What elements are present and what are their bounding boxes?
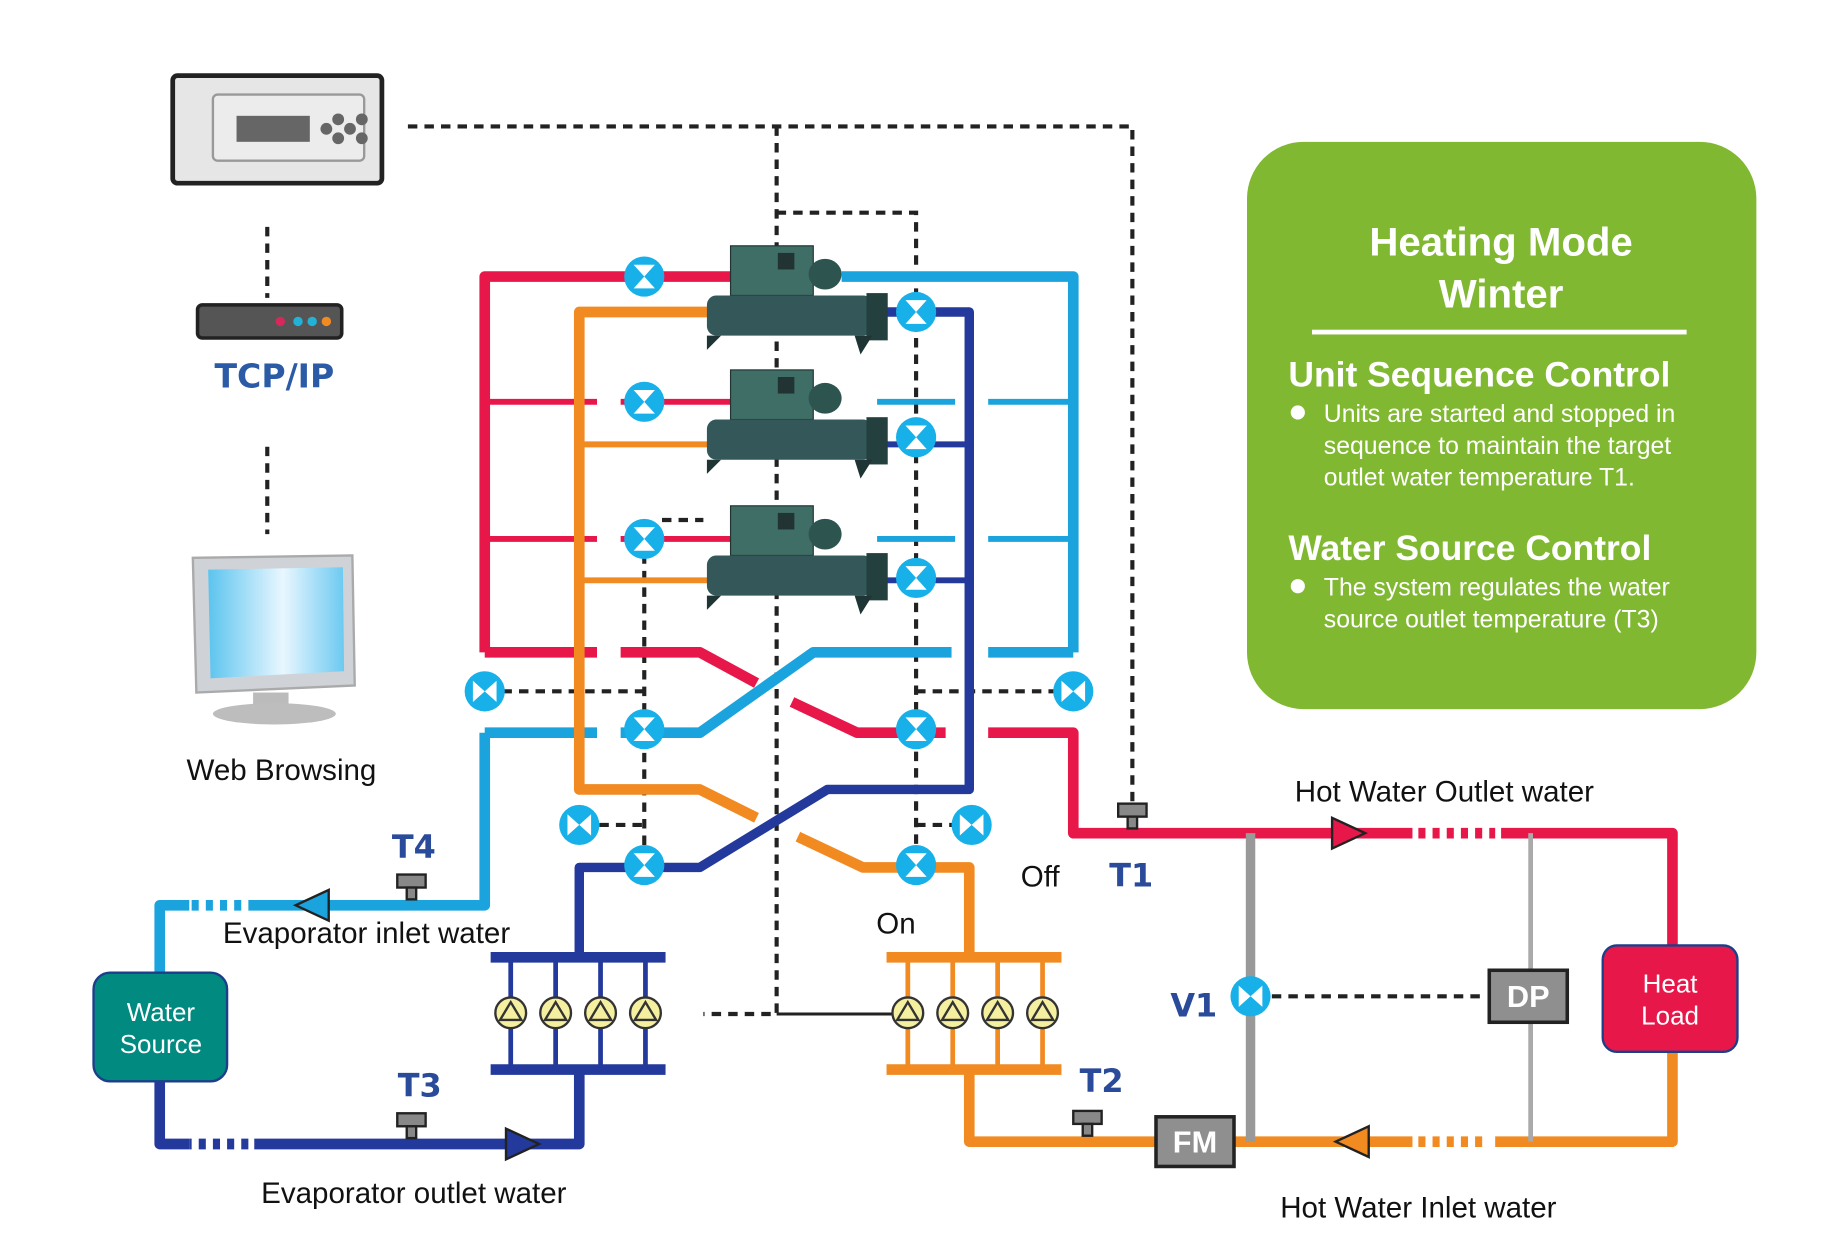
web-browsing-label: Web Browsing: [187, 754, 377, 787]
heat-load-box[interactable]: Heat Load: [1601, 944, 1739, 1053]
pump-icon[interactable]: [936, 996, 970, 1030]
valve-icon[interactable]: [464, 671, 505, 712]
flow-arrow-evap-outlet-icon: [504, 1126, 542, 1162]
computer-monitor-icon: [191, 554, 356, 725]
pump-bank-condenser: [891, 996, 1060, 1030]
controller-device: [170, 73, 385, 186]
pump-icon[interactable]: [494, 996, 528, 1030]
evaporator-inlet-label: Evaporator inlet water: [223, 917, 510, 950]
valve-icon[interactable]: [624, 518, 665, 559]
pump-bank-evaporator: [494, 996, 662, 1030]
panel-title-line2: Winter: [1439, 271, 1564, 316]
water-source-line2: Source: [120, 1029, 202, 1059]
flow-meter-box[interactable]: FM: [1154, 1115, 1236, 1169]
valve-icon[interactable]: [559, 804, 600, 845]
valve-icon[interactable]: [624, 709, 665, 750]
dp-label: DP: [1507, 979, 1550, 1014]
bullet-icon: [1290, 405, 1305, 420]
valve-icon[interactable]: [624, 256, 665, 297]
flow-arrow-evap-inlet-icon: [292, 888, 330, 923]
fm-label: FM: [1173, 1124, 1217, 1159]
valve-icon[interactable]: [896, 417, 937, 458]
hot-water-inlet-label: Hot Water Inlet water: [1280, 1191, 1556, 1224]
t1-label: T1: [1109, 856, 1153, 894]
water-source-line1-text: The system regulates the water: [1324, 575, 1670, 602]
chiller-unit-3[interactable]: [706, 505, 889, 616]
unit-sequence-heading: Unit Sequence Control: [1288, 354, 1670, 394]
water-source-heading: Water Source Control: [1288, 528, 1651, 568]
valve-icon[interactable]: [896, 709, 937, 750]
t2-label: T2: [1080, 1062, 1124, 1100]
sensor-t3-icon: [396, 1112, 427, 1140]
tcpip-label: TCP/IP: [215, 357, 335, 396]
flow-arrow-hot-outlet-icon: [1330, 815, 1368, 851]
heat-load-line2: Load: [1641, 1001, 1699, 1031]
valves: [464, 256, 1271, 1017]
on-label: On: [876, 908, 915, 941]
off-label: Off: [1021, 860, 1061, 893]
valve-icon[interactable]: [896, 557, 937, 598]
unit-sequence-line1: Units are started and stopped in: [1324, 401, 1676, 428]
valve-icon[interactable]: [1053, 671, 1094, 712]
sensor-t4-icon: [396, 873, 427, 901]
info-panel: Heating Mode Winter Unit Sequence Contro…: [1247, 141, 1757, 710]
router-icon: [195, 303, 344, 340]
valve-icon[interactable]: [896, 845, 937, 886]
unit-sequence-line2: sequence to maintain the target: [1324, 433, 1671, 460]
pump-icon[interactable]: [1025, 996, 1060, 1030]
heat-load-line1: Heat: [1643, 969, 1699, 999]
t3-label: T3: [398, 1067, 442, 1105]
valve-icon[interactable]: [624, 845, 665, 886]
pump-icon[interactable]: [539, 996, 573, 1030]
water-source-line2-text: source outlet temperature (T3): [1324, 607, 1659, 634]
valve-icon[interactable]: [624, 381, 665, 422]
v1-label: V1: [1170, 986, 1217, 1024]
pump-icon[interactable]: [891, 996, 925, 1030]
flow-arrow-hot-inlet-icon: [1332, 1124, 1370, 1159]
pump-icon[interactable]: [584, 996, 618, 1030]
sensor-t2-icon: [1072, 1109, 1103, 1137]
valve-icon[interactable]: [896, 291, 937, 333]
panel-divider: [1312, 329, 1687, 335]
pump-icon[interactable]: [981, 996, 1015, 1030]
unit-sequence-line3: outlet water temperature T1.: [1324, 465, 1635, 492]
bullet-icon: [1290, 579, 1305, 594]
valve-icon[interactable]: [951, 804, 992, 845]
hot-water-outlet-label: Hot Water Outlet water: [1295, 775, 1594, 808]
valve-v1-icon[interactable]: [1230, 976, 1271, 1017]
sensor-t1-icon: [1116, 802, 1148, 830]
evaporator-outlet-label: Evaporator outlet water: [261, 1177, 566, 1210]
panel-title-line1: Heating Mode: [1369, 219, 1632, 264]
t4-label: T4: [392, 828, 436, 866]
chiller-unit-2[interactable]: [706, 369, 889, 480]
chiller-unit-1[interactable]: [706, 245, 889, 356]
water-source-box[interactable]: Water Source: [92, 971, 229, 1083]
pump-icon[interactable]: [628, 996, 662, 1030]
differential-pressure-box[interactable]: DP: [1487, 968, 1570, 1025]
water-source-line1: Water: [127, 997, 196, 1027]
